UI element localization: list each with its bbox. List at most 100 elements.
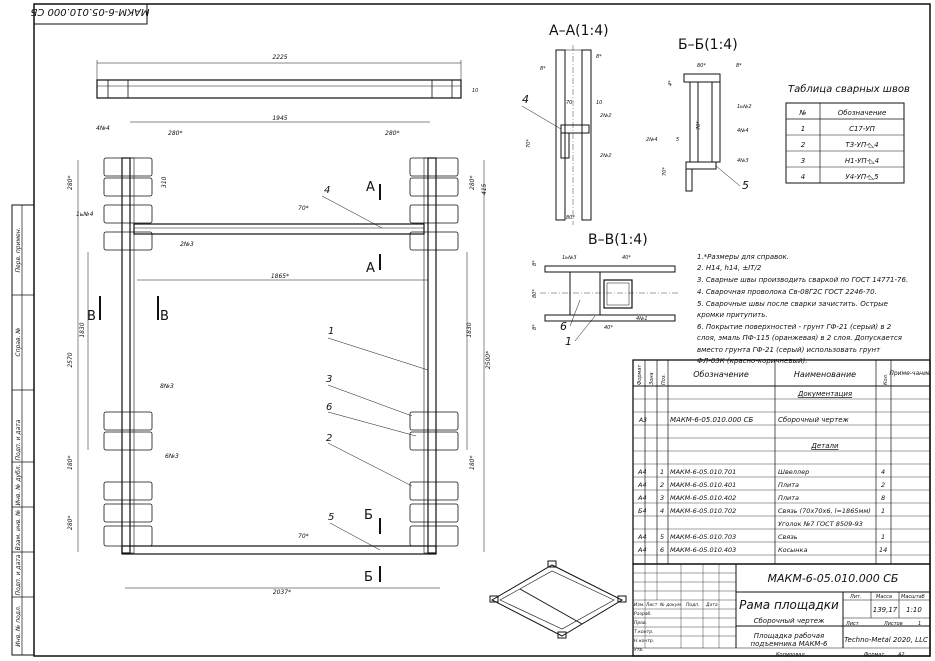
callout-3: 3 (326, 374, 332, 385)
callouts-main: 4 1 3 6 2 5 (321, 185, 429, 551)
dim-280-bl: 280* (67, 516, 74, 530)
tb-role: Пров. (634, 620, 647, 626)
callout-5: 5 (328, 512, 334, 523)
tb-lit-h: Лит. (849, 594, 862, 600)
top-elevation-view: 2225 10 (96, 54, 478, 99)
sec-dim: 10 (596, 100, 602, 106)
callout-4: 4 (324, 185, 330, 196)
side-stamp-label: Взам. инв. № (15, 510, 22, 551)
spec-cell: Б4 (638, 507, 647, 515)
tb-sheets-h: Листов (883, 621, 903, 627)
spec-cell: 1 (881, 533, 885, 541)
sec-weld: 2№2 (600, 113, 612, 119)
plates-top-left (103, 157, 153, 251)
section-bb: Б–Б(1:4) 80* 8* 4* 1ь№2 4№4 2№4 5 70* 4№… (646, 37, 752, 192)
plates-bottom-left (103, 503, 153, 547)
note-line: 2. Н14, h14, ±IT/2 (697, 264, 762, 272)
spec-cell: Швеллер (778, 468, 809, 476)
dim-280-left: 280* (67, 176, 74, 190)
sec-dim: 70* (696, 121, 702, 130)
weld-table-header: № (798, 109, 806, 117)
spec-header-pos: Поз. (661, 374, 667, 385)
weld-table-cell: У4-УП-◺5 (845, 173, 879, 181)
section-mark-A-top: А (366, 180, 375, 195)
callout-6: 6 (326, 402, 332, 413)
sec-weld: 4№3 (737, 158, 749, 164)
plates-top-right (409, 157, 459, 251)
spec-cell: Уголок №7 ГОСТ 8509-93 (778, 520, 863, 528)
spec-cell: Сборочный чертеж (778, 416, 849, 424)
tb-scale: 1:10 (906, 606, 922, 614)
dim-280-tr: 280* (385, 130, 399, 137)
spec-cell: 5 (660, 533, 664, 541)
dim-180-right: 180* (469, 456, 476, 470)
weld-mark-8n3: 8№3 (160, 383, 174, 390)
spec-cell: А4 (637, 546, 647, 554)
dim-2225: 2225 (272, 54, 287, 61)
plates-bottom-right (409, 503, 459, 547)
section-vv: В–В(1:4) 1ь№3 40* 80* 40* 4№1 8* 8* 6 1 (532, 232, 680, 348)
note-line: слоя, эмаль ПФ-115 (оранжевая) в 2 слоя.… (697, 334, 902, 342)
note-line: вместо грунта ГФ-21 (серый) использовать… (697, 346, 881, 354)
tb-sheets: 1 (918, 621, 921, 627)
spec-cell: Плита (778, 481, 799, 489)
spec-cell: МАКМ-6-05.010.701 (670, 468, 736, 476)
section-bb-title: Б–Б(1:4) (678, 37, 738, 53)
spec-cell: А3 (638, 417, 647, 424)
sec-dim: 40* (622, 255, 631, 261)
callout-2: 2 (326, 433, 332, 444)
tb-sheet-h: Лист (845, 621, 860, 627)
weld-table-cell: Т3-УП-◺4 (845, 141, 878, 149)
weld-table-cell: 2 (801, 141, 806, 149)
side-stamp-label: Перв. примен. (15, 227, 22, 272)
sec-weld: 4№4 (737, 128, 749, 134)
weld-table-cell: Н1-УП-◺4 (845, 157, 879, 165)
weld-mark-2n3: 2№3 (180, 241, 194, 248)
tb-role: Н.контр. (634, 638, 654, 644)
isometric-view (489, 560, 627, 639)
top-stamp-text: МАКМ-6-05.010.000 СБ (30, 6, 149, 17)
spec-cell: МАКМ-6-05.010.702 (670, 507, 736, 515)
spec-cell: Плита (778, 494, 799, 502)
sec-weld: 2№4 (646, 137, 658, 143)
section-aa: А–А(1:4) 8* 8* 70 10 70* 2№2 2№2 80* 4 (521, 23, 612, 225)
tb-company: Techno-Metal 2020, LLC (844, 636, 928, 644)
dim-2037: 2037* (273, 589, 291, 596)
dim-415: 415 (481, 183, 488, 195)
spec-section-parts: Детали (810, 442, 839, 450)
sec-dim: 8* (540, 66, 546, 72)
sec-weld: 1ь№2 (737, 104, 752, 110)
callout-bb-5: 5 (742, 179, 749, 192)
sec-dim: 8* (596, 54, 602, 60)
section-vv-title: В–В(1:4) (588, 232, 648, 248)
dim-1830-right: 1830 (466, 322, 473, 337)
dim-1830-left: 1830 (79, 322, 86, 337)
spec-cell: МАКМ-6-05.010.403 (670, 546, 736, 554)
spec-section-doc: Документация (797, 390, 852, 398)
note-line: 1.*Размеры для справок. (697, 253, 789, 261)
spec-header-zone: Зона (649, 372, 655, 385)
tb-subname: Сборочный чертеж (754, 617, 825, 625)
specification-table: Формат Зона Поз. Обозначение Наименовани… (632, 359, 931, 565)
spec-cell: Связь (70х70х6, l=1865мм) (778, 507, 871, 515)
weld-mark-4n4: 4№4 (96, 125, 110, 132)
sec-dim: 8* (532, 324, 538, 330)
side-stamp-label: Подп. и дата (15, 554, 22, 595)
tb-row-label: № докум. (659, 602, 682, 608)
spec-cell: 1 (660, 468, 664, 476)
title-block: Изм. Лист № докум. Подп. Дата Разраб. Пр… (632, 563, 931, 658)
weld-table-cell: 4 (801, 173, 805, 181)
side-stamp-label: Инв. № подл. (15, 605, 22, 646)
spec-cell: МАКМ-6-05.010.402 (670, 494, 736, 502)
top-stamp: МАКМ-6-05.010.000 СБ (30, 3, 150, 25)
sec-dim: 70 (566, 100, 572, 106)
spec-header-format: Формат (637, 364, 643, 385)
spec-header-designation: Обозначение (693, 370, 749, 379)
sec-dim: 40* (604, 325, 613, 331)
note-line: 5. Сварочные швы после сварки зачистить.… (697, 300, 888, 308)
section-mark-A-bottom: А (366, 261, 375, 276)
spec-cell: 8 (881, 494, 885, 502)
spec-header-name: Наименование (794, 370, 856, 379)
tb-row-label: Подп. (686, 602, 700, 608)
